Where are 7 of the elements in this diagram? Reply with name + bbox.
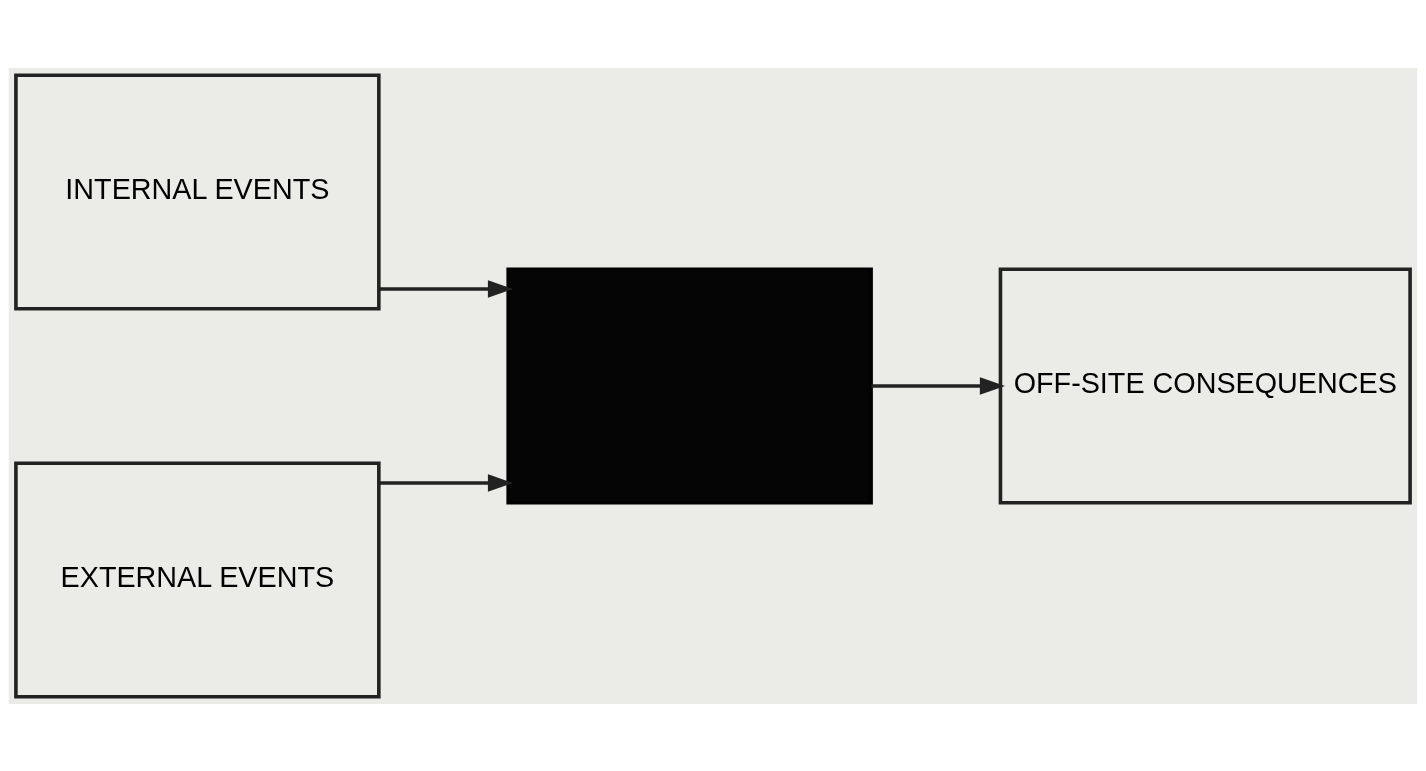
- node-box: OFF-SITE CONSEQUENCES: [998, 266, 1412, 505]
- node-box: EXTERNAL EVENTS: [14, 460, 381, 699]
- arrow: [871, 376, 1006, 395]
- arrow: [379, 279, 514, 298]
- node-box: [506, 266, 873, 505]
- arrow: [379, 473, 514, 492]
- node-box: INTERNAL EVENTS: [14, 72, 381, 311]
